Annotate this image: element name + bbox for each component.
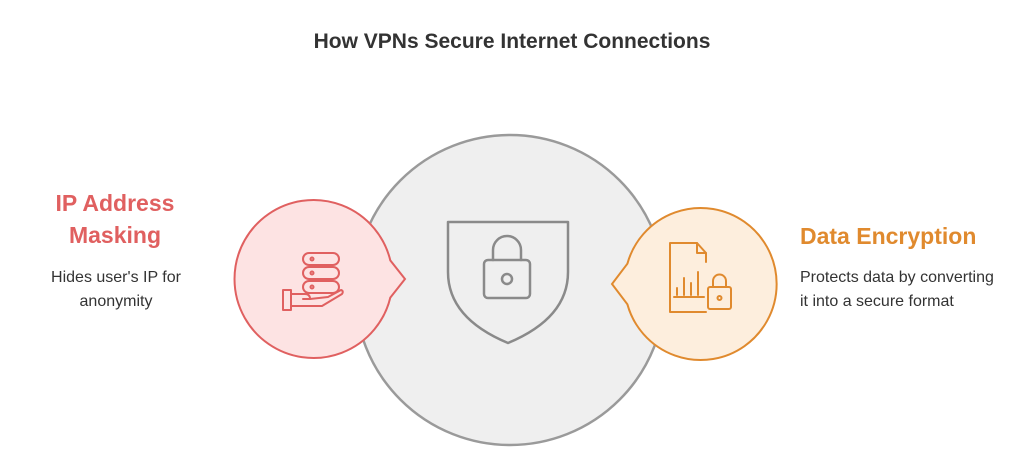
data-encryption-node <box>610 207 778 361</box>
page-title: How VPNs Secure Internet Connections <box>313 30 711 53</box>
ip-masking-description: Hides user's IP for anonymity <box>51 269 181 310</box>
data-encryption-heading: Data Encryption <box>800 223 977 249</box>
shield-lock-icon <box>446 220 570 345</box>
data-encryption-description: Protects data by converting it into a se… <box>800 269 994 310</box>
hand-server-icon <box>282 252 344 311</box>
document-lock-icon <box>669 242 732 313</box>
ip-masking-heading: IP Address Masking <box>55 190 175 248</box>
